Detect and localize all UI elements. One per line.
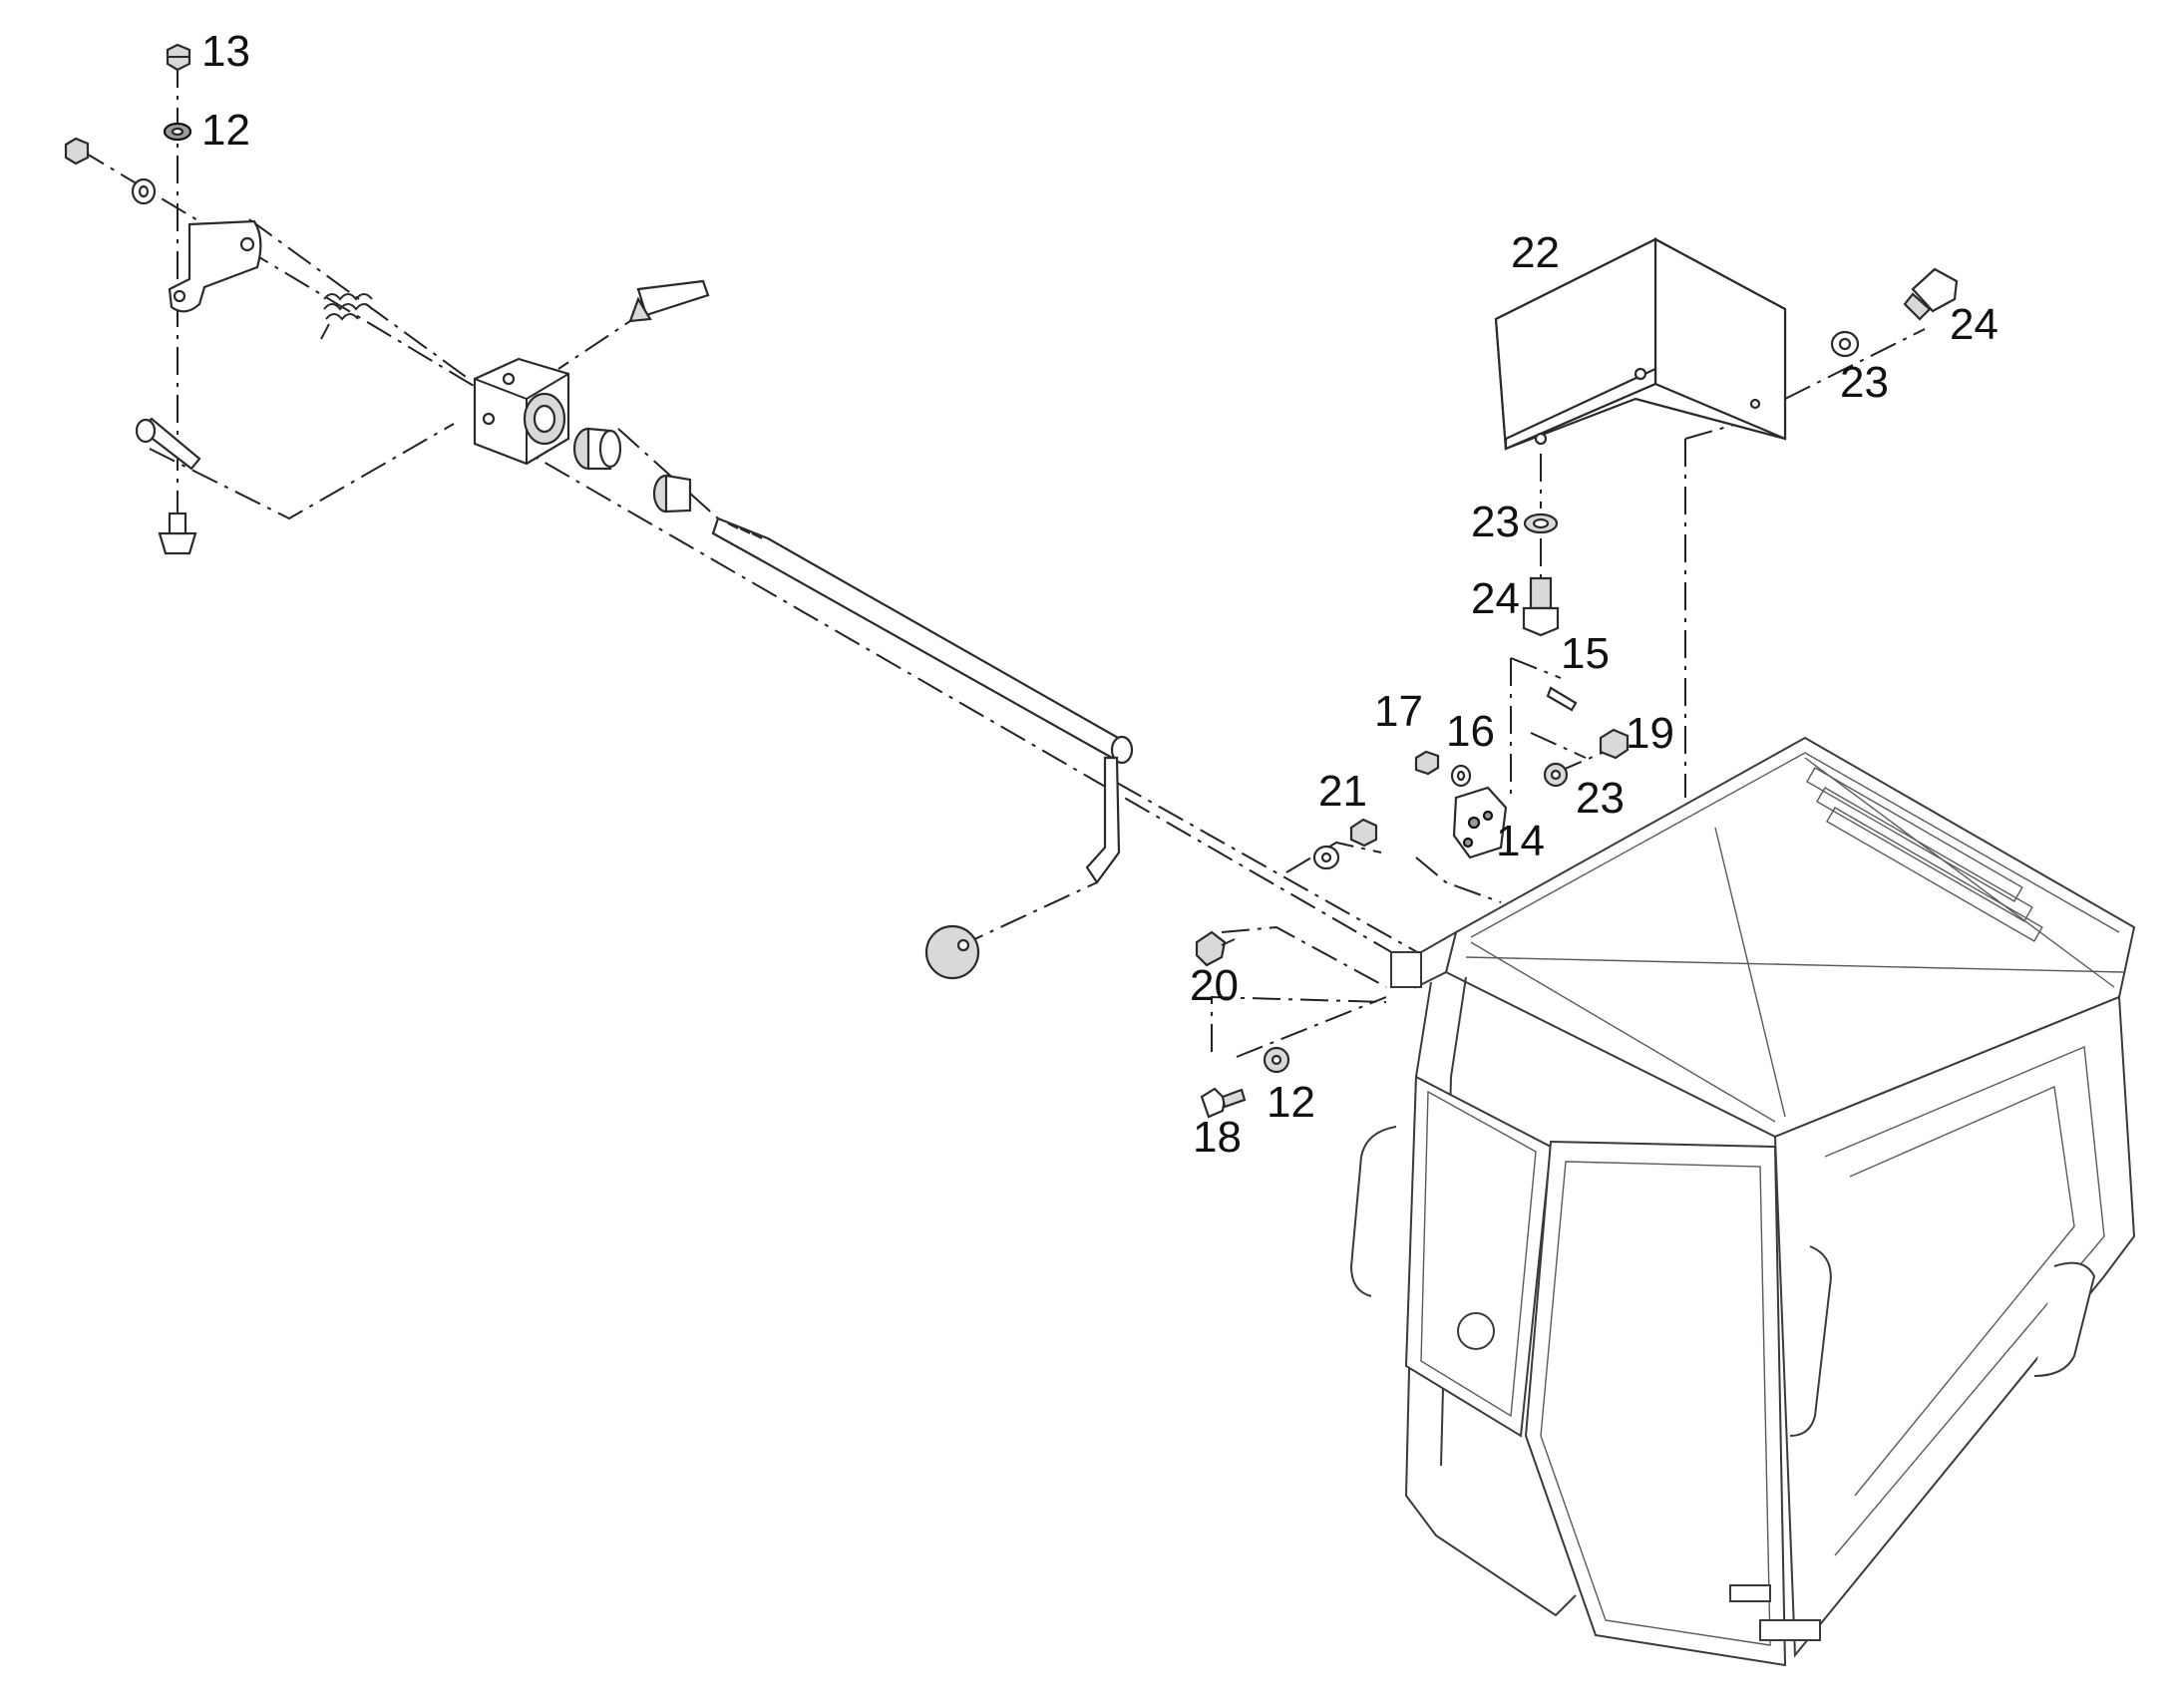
bushing-2-icon <box>652 474 692 513</box>
nut-17-icon <box>1414 750 1440 776</box>
nut-13-icon <box>166 43 191 72</box>
callout-20: 20 <box>1190 961 1239 1010</box>
callout-19: 19 <box>1626 709 1674 758</box>
callout-23-mid: 23 <box>1471 498 1520 546</box>
washer-12-top-icon <box>163 122 192 142</box>
nut-left-icon <box>64 137 90 166</box>
callout-16: 16 <box>1446 707 1495 756</box>
callout-21: 21 <box>1318 767 1367 816</box>
callout-17: 17 <box>1374 687 1423 736</box>
callout-13: 13 <box>201 27 250 76</box>
switch-block-14-icon <box>1452 786 1508 859</box>
bolt-20-icon <box>1195 930 1236 967</box>
bolt-24-top-icon <box>1903 267 1959 321</box>
pivot-block-icon <box>473 357 570 466</box>
callout-23-top: 23 <box>1840 358 1889 407</box>
adjuster-knob-icon <box>158 499 197 555</box>
callout-12-low: 12 <box>1267 1078 1315 1127</box>
washer-23-mid-icon <box>1523 512 1559 534</box>
spring-icon <box>320 293 373 340</box>
callout-24-mid: 24 <box>1471 574 1520 623</box>
callout-24-top: 24 <box>1950 300 1998 349</box>
bushing-1-icon <box>572 427 622 471</box>
callout-labels: 13 12 22 24 23 23 24 15 17 16 19 23 14 2… <box>201 27 1998 1162</box>
washer-21-icon <box>1312 845 1340 870</box>
callout-12-top: 12 <box>201 106 250 155</box>
nut-21-icon <box>1349 818 1378 848</box>
pin-icon <box>628 279 710 323</box>
washer-12-low-icon <box>1263 1046 1290 1074</box>
bolt-left-icon <box>135 417 201 471</box>
shift-rod-icon <box>711 516 1134 884</box>
cover-plate-22-icon <box>1494 237 1787 451</box>
cab-frame <box>1349 736 2136 1667</box>
roof-vents-icon <box>1806 767 2043 942</box>
shift-knob-icon <box>924 924 980 980</box>
bolt-24-mid-icon <box>1522 576 1560 637</box>
callout-15: 15 <box>1561 629 1610 678</box>
bracket-icon <box>168 219 262 313</box>
callout-18: 18 <box>1193 1113 1242 1162</box>
callout-23-low: 23 <box>1576 774 1625 823</box>
washer-left-icon <box>131 177 157 205</box>
callout-22: 22 <box>1511 228 1560 277</box>
washer-16-icon <box>1450 764 1472 788</box>
nut-19-icon <box>1599 728 1630 760</box>
stud-15-icon <box>1546 686 1578 712</box>
washer-23-top-icon <box>1830 330 1860 358</box>
bolt-18-icon <box>1200 1087 1247 1119</box>
washer-23-low-icon <box>1543 762 1569 788</box>
callout-14: 14 <box>1496 817 1545 865</box>
